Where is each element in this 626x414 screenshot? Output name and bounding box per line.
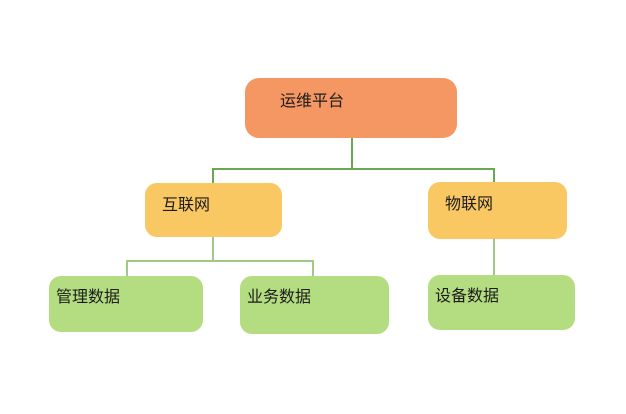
connector-drop-to-business (312, 262, 314, 276)
connector-drop-to-management (126, 262, 128, 276)
node-device-data[interactable]: 设备数据 (428, 275, 575, 330)
node-iot[interactable]: 物联网 (428, 182, 567, 239)
connector-level1-horizontal (212, 168, 495, 170)
node-ops-platform-label: 运维平台 (280, 93, 345, 110)
node-business-data[interactable]: 业务数据 (240, 276, 389, 334)
node-business-data-label: 业务数据 (247, 289, 312, 306)
connector-root-stem (351, 138, 353, 168)
connector-level2-horizontal (126, 260, 314, 262)
connector-iot-to-device (493, 239, 495, 275)
connector-drop-to-iot (493, 170, 495, 182)
connector-internet-stem (212, 237, 214, 260)
connector-drop-to-internet (212, 170, 214, 183)
node-management-data[interactable]: 管理数据 (49, 276, 203, 332)
node-internet[interactable]: 互联网 (145, 183, 282, 237)
node-device-data-label: 设备数据 (435, 288, 500, 305)
node-internet-label: 互联网 (162, 197, 211, 214)
node-management-data-label: 管理数据 (56, 289, 121, 306)
node-iot-label: 物联网 (445, 196, 494, 213)
node-ops-platform[interactable]: 运维平台 (245, 78, 457, 138)
